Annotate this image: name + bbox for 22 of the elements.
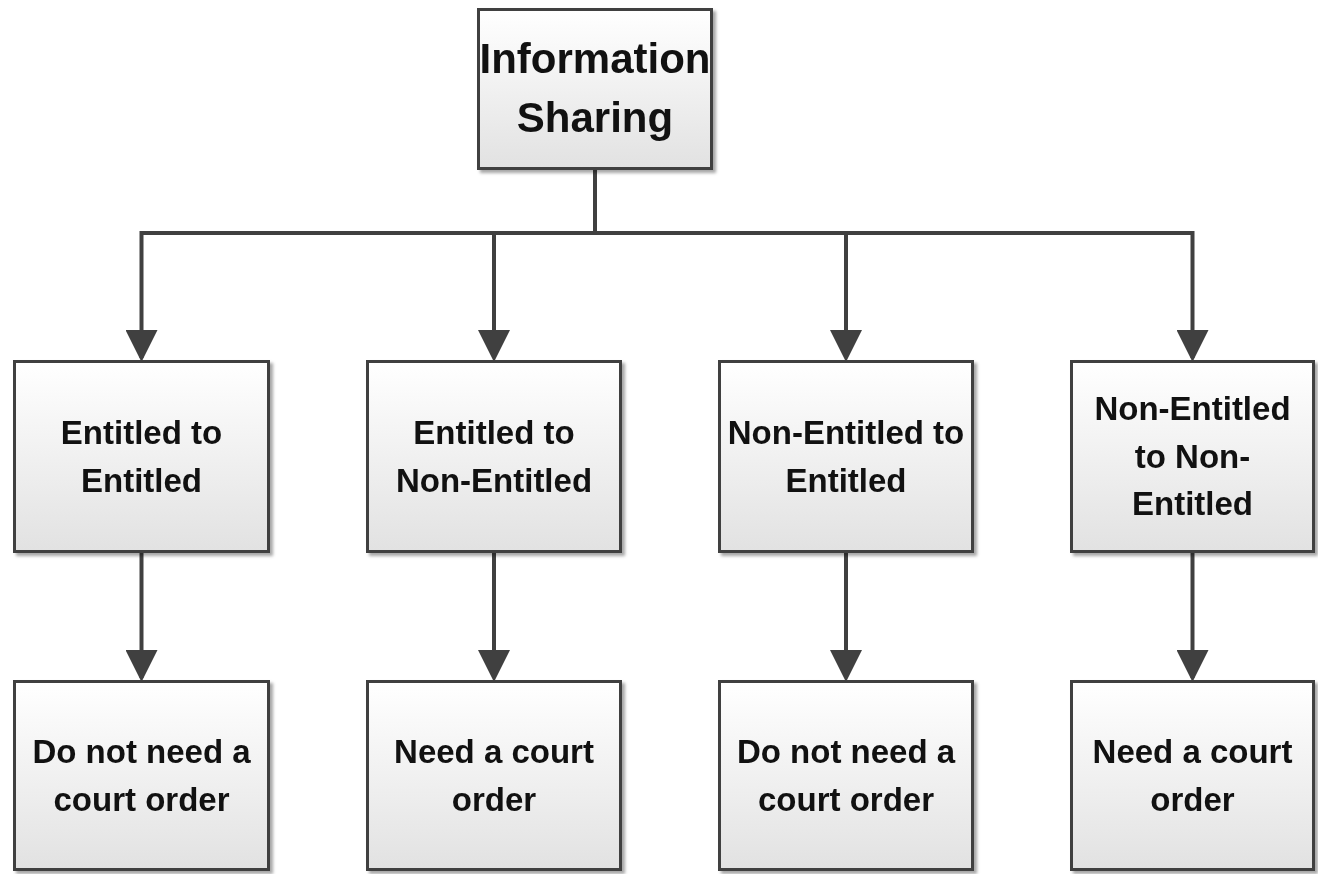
box-label: Need a court order: [1091, 731, 1294, 820]
box-label: Entitled to Non-Entitled: [394, 412, 594, 501]
box-label: Need a court order: [393, 731, 595, 820]
category-box: [13, 360, 270, 553]
category-box: [366, 360, 622, 553]
box-label: Non-Entitled to Entitled: [726, 412, 966, 501]
arrow: [1176, 553, 1209, 682]
category-box: [718, 360, 974, 553]
arrow: [478, 553, 510, 682]
category-box: [1070, 680, 1315, 871]
category-box: [13, 680, 270, 871]
category-box: [718, 680, 974, 871]
arrow: [125, 553, 158, 682]
box-label: Information Sharing: [478, 34, 712, 143]
box-label: Non-Entitled to Non-Entitled: [1093, 388, 1292, 525]
box-label: Do not need a court order: [735, 731, 957, 820]
box-label: Entitled to Entitled: [59, 412, 224, 501]
box-label: Do not need a court order: [31, 731, 252, 820]
arrow: [830, 553, 862, 682]
category-box: [366, 680, 622, 871]
root-box: [477, 8, 713, 170]
category-box: [1070, 360, 1315, 553]
